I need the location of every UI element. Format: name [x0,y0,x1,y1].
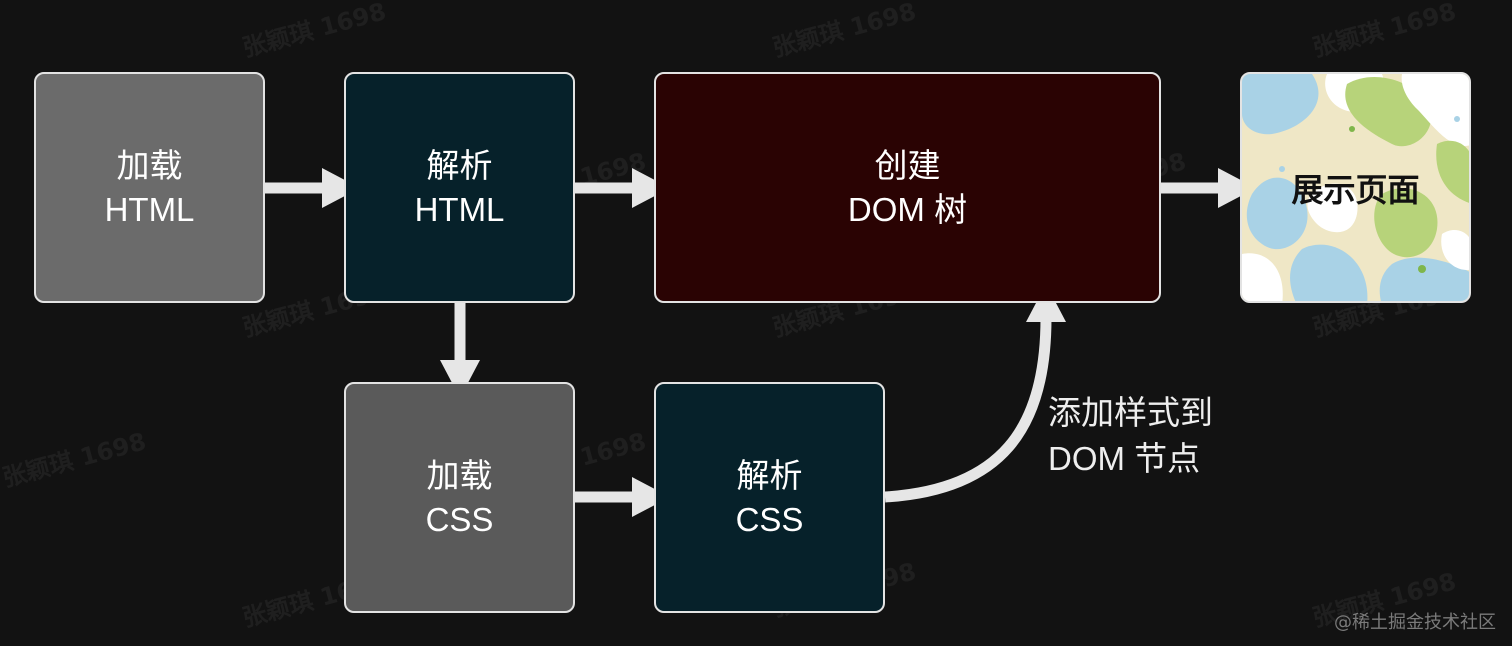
node-label: 创建 [874,145,941,185]
node-label: 加载 [426,455,493,495]
node-label: HTML [104,190,195,228]
edge-label-line: 添加样式到 [1048,393,1213,432]
node-label: CSS [735,500,804,538]
parse-css-node: 解析 CSS [654,382,885,613]
arrow-parse-css-to-dom [884,317,1052,503]
load-html-node: 加载 HTML [34,72,265,303]
node-label: CSS [425,500,494,538]
display-page-node: 展示页面 [1240,72,1471,303]
arrow-head [1218,168,1256,208]
edge-label-add-styles: 添加样式到 DOM 节点 [1048,390,1213,482]
source-footer: @稀土掘金技术社区 [1334,612,1496,633]
abstract-pattern-image [1242,74,1469,301]
node-label: HTML [414,190,505,228]
display-page-label: 展示页面 [1291,170,1420,209]
parse-html-node: 解析 HTML [344,72,575,303]
create-dom-node: 创建 DOM 树 [654,72,1161,303]
arrow-head [632,477,670,517]
node-label: 解析 [736,455,803,495]
arrow-head [1026,284,1066,322]
arrow-head [632,168,670,208]
arrow-head [322,168,360,208]
node-label: DOM 树 [847,190,968,228]
node-label: 解析 [426,145,493,185]
edge-label-line: DOM 节点 [1048,440,1201,477]
node-label: 加载 [116,145,183,185]
arrow-head [440,360,480,398]
load-css-node: 加载 CSS [344,382,575,613]
